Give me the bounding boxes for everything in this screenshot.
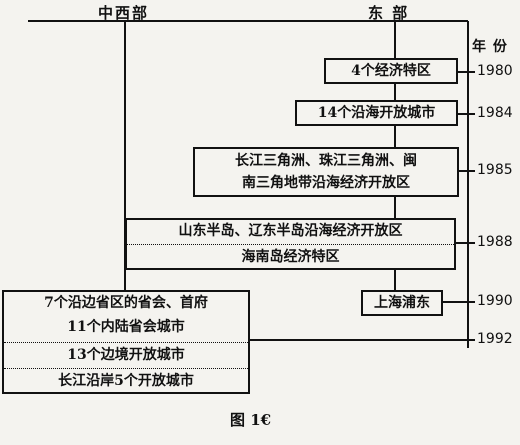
east-box-1988-divider <box>127 244 454 245</box>
central-west-divider-2 <box>4 368 248 369</box>
year-1990: 1990 <box>477 293 513 309</box>
east-box-1985-line-2: 南三角地带沿海经济开放区 <box>242 175 410 191</box>
east-box-1990: 上海浦东 <box>361 290 443 316</box>
east-box-1988-line-1: 山东半岛、辽东半岛沿海经济开放区 <box>178 223 403 239</box>
central-west-line-3: 13个边境开放城市 <box>67 347 185 363</box>
east-box-1988: 山东半岛、辽东半岛沿海经济开放区 海南岛经济特区 <box>125 218 456 270</box>
east-box-1985: 长江三角洲、珠江三角洲、闽 南三角地带沿海经济开放区 <box>193 147 459 197</box>
central-west-box-1992: 7个沿边省区的省会、首府 11个内陆省会城市 13个边境开放城市 长江沿岸5个开… <box>2 290 250 394</box>
east-box-1990-line-1: 上海浦东 <box>374 295 430 311</box>
east-box-1984-line-1: 14个沿海开放城市 <box>317 105 436 121</box>
central-west-line-4: 长江沿岸5个开放城市 <box>58 373 194 389</box>
figure-caption: 图 1€ <box>230 411 272 429</box>
east-box-1980: 4个经济特区 <box>324 58 458 84</box>
east-header: 东 部 <box>368 4 410 22</box>
year-1985: 1985 <box>477 162 513 178</box>
central-west-header: 中西部 <box>98 4 150 22</box>
year-1980: 1980 <box>477 63 513 79</box>
central-west-divider-1 <box>4 342 248 343</box>
year-label: 年 份 <box>472 39 508 55</box>
east-box-1988-line-2: 海南岛经济特区 <box>241 249 340 265</box>
east-box-1984: 14个沿海开放城市 <box>295 100 458 126</box>
central-west-line-1: 7个沿边省区的省会、首府 <box>44 295 208 311</box>
east-box-1980-line-1: 4个经济特区 <box>351 63 431 79</box>
year-1984: 1984 <box>477 105 513 121</box>
central-west-line-2: 11个内陆省会城市 <box>67 319 185 335</box>
year-1988: 1988 <box>477 234 513 250</box>
east-box-1985-line-1: 长江三角洲、珠江三角洲、闽 <box>235 153 417 169</box>
year-1992: 1992 <box>477 331 513 347</box>
